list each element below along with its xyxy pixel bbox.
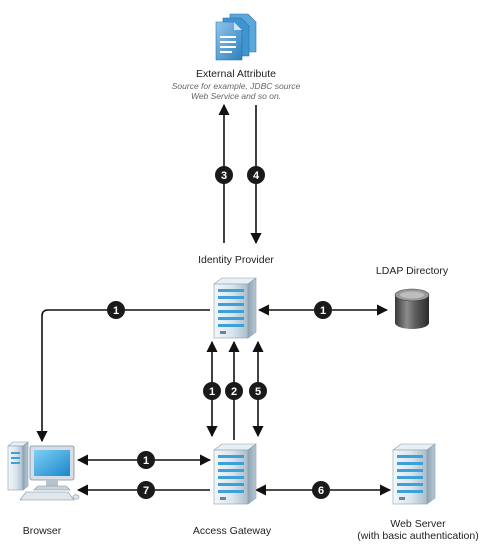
ldap-directory-label: LDAP Directory xyxy=(376,265,449,277)
svg-text:2: 2 xyxy=(231,386,237,398)
arrow-idp-to-browser xyxy=(36,309,210,443)
svg-text:1: 1 xyxy=(320,305,326,317)
step-badge-idp-external: 3 xyxy=(215,166,233,184)
step-badge-gateway-idp-1: 1 xyxy=(203,382,221,400)
identity-provider-server-icon xyxy=(213,277,257,339)
svg-text:5: 5 xyxy=(255,386,261,398)
web-server-label: Web Server xyxy=(390,518,446,530)
database-icon xyxy=(394,288,430,329)
external-attribute-sublabel: Source for example, JDBC source xyxy=(172,81,301,91)
access-gateway-server-icon xyxy=(213,443,257,505)
step-badge-gateway-idp-2: 2 xyxy=(225,382,243,400)
step-badge-idp-ldap: 1 xyxy=(314,301,332,319)
svg-text:1: 1 xyxy=(209,386,215,398)
step-badge-gateway-browser-7: 7 xyxy=(137,481,155,499)
step-badge-gateway-idp-5: 5 xyxy=(249,382,267,400)
external-attribute-label: External Attribute xyxy=(196,68,276,80)
document-stack-icon xyxy=(215,13,257,61)
step-badge-external-idp: 4 xyxy=(247,166,265,184)
svg-text:3: 3 xyxy=(221,170,227,182)
access-gateway-label: Access Gateway xyxy=(193,525,272,537)
step-badge-idp-browser: 1 xyxy=(107,301,125,319)
svg-text:7: 7 xyxy=(143,485,149,497)
desktop-computer-icon xyxy=(7,441,80,501)
svg-text:6: 6 xyxy=(318,485,324,497)
step-badge-gateway-webserver: 6 xyxy=(312,481,330,499)
step-badge-gateway-browser-1: 1 xyxy=(137,451,155,469)
identity-provider-label: Identity Provider xyxy=(198,254,274,266)
svg-text:4: 4 xyxy=(253,170,260,182)
svg-text:1: 1 xyxy=(143,455,149,467)
web-server-server-icon xyxy=(392,443,436,505)
svg-text:1: 1 xyxy=(113,305,119,317)
external-attribute-sublabel-2: Web Service and so on. xyxy=(191,91,281,101)
web-server-sublabel: (with basic authentication) xyxy=(357,530,478,542)
browser-label: Browser xyxy=(23,525,62,537)
